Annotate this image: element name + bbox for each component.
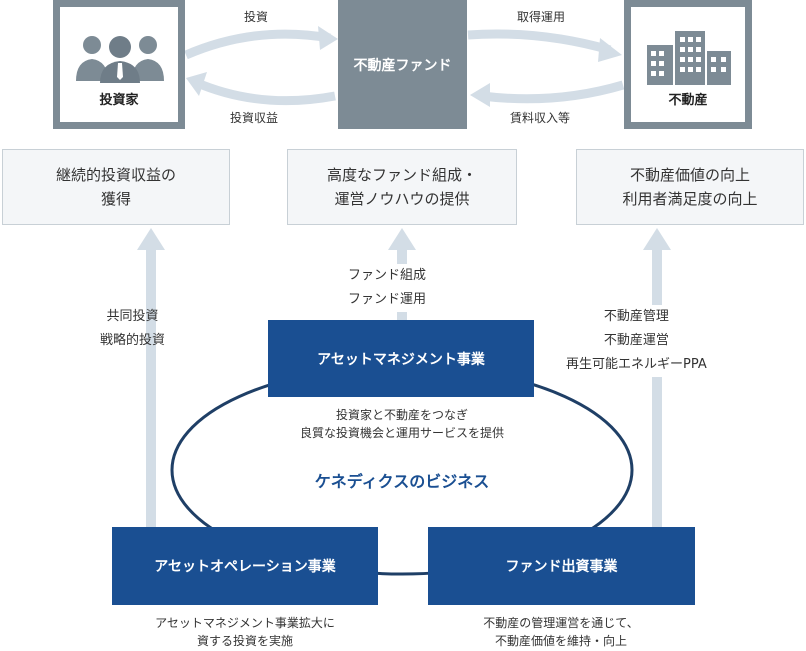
side-text-right: 不動産管理 不動産運営 再生可能エネルギーPPA (566, 305, 707, 377)
side-right-line2: 不動産運営 (603, 333, 669, 348)
value-realestate-line1: 不動産価値の向上 (629, 166, 750, 184)
fi-desc-line2: 不動産価値を維持・向上 (494, 634, 627, 648)
flow-rent-label: 賃料収入等 (510, 111, 571, 125)
value-fund-line2: 運営ノウハウの提供 (334, 190, 470, 208)
fi-desc-line1: 不動産の管理運営を通じて、 (483, 616, 639, 630)
side-left-line2: 戦略的投資 (100, 333, 166, 348)
rent-arrow-head (470, 83, 490, 107)
rent-arrow (481, 80, 625, 104)
invest-arrow (184, 29, 331, 60)
up-arrow-left (137, 228, 165, 528)
side-text-left: 共同投資 戦略的投資 (100, 305, 165, 353)
value-fund-line1: 高度なファンド組成・ (326, 166, 477, 184)
asset-management-desc: 投資家と不動産をつなぎ 良質な投資機会と運用サービスを提供 (262, 406, 542, 442)
side-left-line1: 共同投資 (106, 309, 159, 324)
fund-box: 不動産ファンド (338, 0, 467, 129)
am-desc-line2: 良質な投資機会と運用サービスを提供 (299, 426, 504, 440)
asset-management-label: アセットマネジメント事業 (317, 351, 485, 368)
flow-return-label: 投資収益 (230, 111, 279, 125)
acquire-arrow (467, 29, 612, 55)
realestate-box: 不動産 (624, 0, 752, 129)
value-realestate-line2: 利用者満足度の向上 (622, 190, 758, 208)
acquire-arrow-head (598, 38, 622, 62)
am-desc-line1: 投資家と不動産をつなぎ (335, 408, 468, 422)
realestate-label: 不動産 (668, 93, 708, 108)
asset-operation-desc: アセットマネジメント事業拡大に 資する投資を実施 (105, 614, 385, 650)
asset-management-box: アセットマネジメント事業 (268, 320, 534, 397)
asset-operation-box: アセットオペレーション事業 (112, 527, 378, 605)
ao-desc-line1: アセットマネジメント事業拡大に (155, 616, 335, 630)
investor-box: 投資家 (53, 0, 185, 129)
value-investor-line1: 継続的投資収益の (55, 166, 176, 184)
flow-acquire-label: 取得運用 (517, 10, 566, 24)
value-box-investor: 継続的投資収益の 獲得 (2, 149, 230, 225)
ao-desc-line2: 資する投資を実施 (196, 634, 293, 648)
fund-investment-label: ファンド出資事業 (505, 559, 618, 575)
buildings-icon (647, 31, 731, 85)
up-arrow-right (643, 228, 671, 528)
center-title: ケネディクスのビジネス (314, 472, 490, 491)
flow-invest-label: 投資 (244, 10, 269, 24)
side-center-line2: ファンド運用 (348, 292, 427, 307)
return-arrow-head (186, 72, 207, 96)
side-right-line1: 不動産管理 (603, 309, 669, 324)
side-right-line3: 再生可能エネルギーPPA (566, 357, 707, 372)
fund-investment-desc: 不動産の管理運営を通じて、 不動産価値を維持・向上 (421, 614, 701, 650)
fund-investment-box: ファンド出資事業 (428, 527, 695, 605)
top-flow-arrows (184, 26, 625, 107)
side-text-center: ファンド組成 ファンド運用 (348, 264, 427, 312)
fund-label: 不動産ファンド (353, 57, 452, 74)
investor-label: 投資家 (99, 93, 139, 108)
value-box-fund: 高度なファンド組成・ 運営ノウハウの提供 (287, 149, 517, 225)
return-arrow (193, 77, 336, 106)
invest-arrow-head (318, 26, 338, 50)
value-investor-line2: 獲得 (100, 190, 131, 208)
investors-icon (76, 36, 164, 83)
asset-operation-label: アセットオペレーション事業 (154, 559, 336, 575)
value-box-realestate: 不動産価値の向上 利用者満足度の向上 (576, 149, 804, 225)
side-center-line1: ファンド組成 (348, 268, 427, 283)
